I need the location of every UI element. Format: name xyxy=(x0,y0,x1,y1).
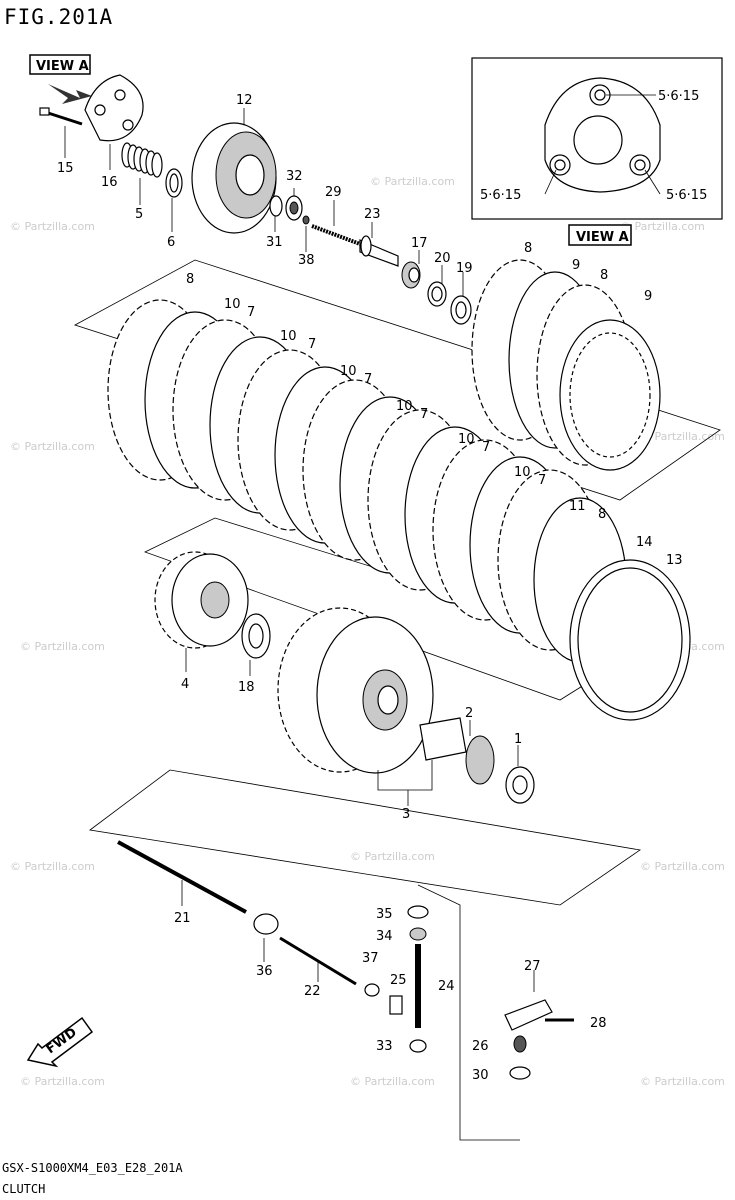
callout: 27 xyxy=(524,959,541,974)
torque-spec: 5·6·15 xyxy=(658,89,699,104)
watermark: © Partzilla.com xyxy=(20,1075,105,1088)
callout: 8 xyxy=(600,268,608,283)
callout: 4 xyxy=(181,677,189,692)
callout: 35 xyxy=(376,907,393,922)
callout: 25 xyxy=(390,973,407,988)
callout: 37 xyxy=(362,951,379,966)
watermark: © Partzilla.com xyxy=(640,860,725,873)
watermark: © Partzilla.com xyxy=(10,860,95,873)
callout: 15 xyxy=(57,161,74,176)
callout: 7 xyxy=(308,337,316,352)
callout: 36 xyxy=(256,964,273,979)
callout: 13 xyxy=(666,553,683,568)
callout: 7 xyxy=(482,440,490,455)
callout: 6 xyxy=(167,235,175,250)
callout: 31 xyxy=(266,235,283,250)
watermark: © Partzilla.com xyxy=(10,440,95,453)
callout: 12 xyxy=(236,93,253,108)
callout: 28 xyxy=(590,1016,607,1031)
model-code: GSX-S1000XM4_E03_E28_201A xyxy=(2,1161,183,1175)
callout: 10 xyxy=(514,465,531,480)
callout: 22 xyxy=(304,984,321,999)
callout: 8 xyxy=(186,272,194,287)
watermark: © Partzilla.com xyxy=(350,850,435,863)
watermark: © Partzilla.com xyxy=(20,640,105,653)
plate-stack xyxy=(107,259,691,721)
figure-title: FIG.201A xyxy=(4,5,113,29)
callout: 7 xyxy=(247,305,255,320)
callout: 10 xyxy=(458,432,475,447)
callout: 17 xyxy=(411,236,428,251)
watermark: © Partzilla.com xyxy=(640,1075,725,1088)
callout: 9 xyxy=(572,258,580,273)
callout: 7 xyxy=(364,372,372,387)
callout: 21 xyxy=(174,911,191,926)
callout: 14 xyxy=(636,535,653,550)
callout: 30 xyxy=(472,1068,489,1083)
callout: 23 xyxy=(364,207,381,222)
watermark: © Partzilla.com xyxy=(640,430,725,443)
release-outline xyxy=(417,884,520,1141)
pressure-disc xyxy=(191,108,277,234)
callout: 32 xyxy=(286,169,303,184)
callout: 34 xyxy=(376,929,393,944)
torque-spec: 5·6·15 xyxy=(666,188,707,203)
pushrod-parts xyxy=(117,840,357,986)
callouts: 12 32 29 23 17 20 19 8 9 8 9 15 16 5 6 3… xyxy=(57,93,683,1083)
callout: 10 xyxy=(224,297,241,312)
callout: 8 xyxy=(524,241,532,256)
callout: 10 xyxy=(396,399,413,414)
callout: 11 xyxy=(569,499,586,514)
torque-spec: 5·6·15 xyxy=(480,188,521,203)
callout: 8 xyxy=(598,507,606,522)
view-a-inset: 5·6·15 5·6·15 5·6·15 VIEW A xyxy=(471,57,723,246)
callout: 20 xyxy=(434,251,451,266)
view-a-inset-label: VIEW A xyxy=(576,230,629,245)
callout: 16 xyxy=(101,175,118,190)
clutch-housing xyxy=(277,607,535,806)
watermark: © Partzilla.com xyxy=(350,1075,435,1088)
callout: 29 xyxy=(325,185,342,200)
pushrod-outline xyxy=(89,769,642,906)
view-a-arrow-label: VIEW A xyxy=(36,59,89,74)
callout: 18 xyxy=(238,680,255,695)
callout: 3 xyxy=(402,807,410,822)
callout: 7 xyxy=(538,473,546,488)
release-shaft-parts xyxy=(364,905,574,1080)
callout: 10 xyxy=(280,329,297,344)
watermark: © Partzilla.com xyxy=(10,220,95,233)
callout: 9 xyxy=(644,289,652,304)
callout: 19 xyxy=(456,261,473,276)
release-parts xyxy=(269,188,472,325)
callout: 10 xyxy=(340,364,357,379)
fwd-arrow: FWD xyxy=(26,1016,94,1068)
diagram-caption: CLUTCH xyxy=(2,1182,45,1196)
callout: 7 xyxy=(420,407,428,422)
watermark: © Partzilla.com xyxy=(370,175,455,188)
pressure-plate-group xyxy=(39,74,183,232)
callout: 33 xyxy=(376,1039,393,1054)
callout: 2 xyxy=(465,706,473,721)
view-a-arrow: VIEW A xyxy=(29,54,92,104)
callout: 38 xyxy=(298,253,315,268)
callout: 24 xyxy=(438,979,455,994)
callout: 26 xyxy=(472,1039,489,1054)
watermark: © Partzilla.com xyxy=(620,220,705,233)
callout: 5 xyxy=(135,207,143,222)
callout: 1 xyxy=(514,732,522,747)
clutch-hub xyxy=(154,551,271,676)
